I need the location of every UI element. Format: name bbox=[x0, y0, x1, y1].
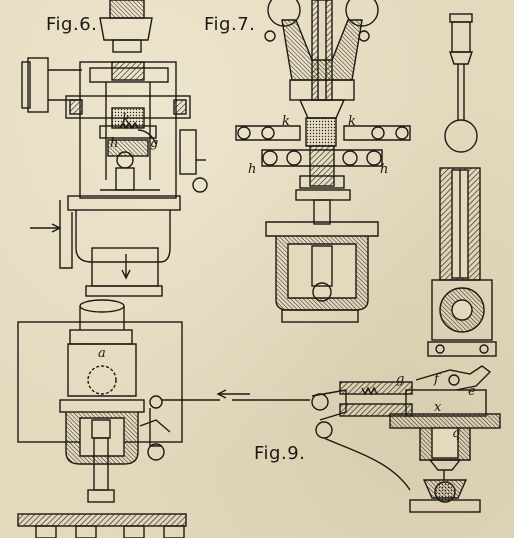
fig6-label-k: k bbox=[122, 112, 130, 127]
fig6-label-g: g bbox=[150, 136, 159, 151]
fig6-drawing bbox=[21, 0, 208, 297]
fig9-label-q: q bbox=[452, 426, 461, 441]
fig7-label-h-left: h bbox=[248, 162, 257, 177]
fig7-caption: Fig.7. bbox=[204, 14, 256, 35]
fig6-caption: Fig.6. bbox=[46, 14, 98, 35]
right-column-drawing bbox=[427, 13, 497, 357]
fig7-label-k-left: k bbox=[282, 114, 290, 129]
fig9-drawing bbox=[17, 299, 501, 538]
fig9-caption: Fig.9. bbox=[254, 443, 306, 464]
fig7-label-h-right: h bbox=[380, 162, 389, 177]
fig9-label-x: x bbox=[434, 400, 442, 415]
fig9-label-f: f bbox=[434, 372, 439, 387]
fig9-label-a: a bbox=[98, 346, 106, 361]
fig6-label-h: h bbox=[110, 136, 119, 151]
fig7-label-k-right: k bbox=[348, 114, 356, 129]
fig9-label-e: e bbox=[468, 384, 476, 399]
fig7-drawing bbox=[235, 0, 411, 323]
fig9-label-g: g bbox=[396, 372, 405, 387]
